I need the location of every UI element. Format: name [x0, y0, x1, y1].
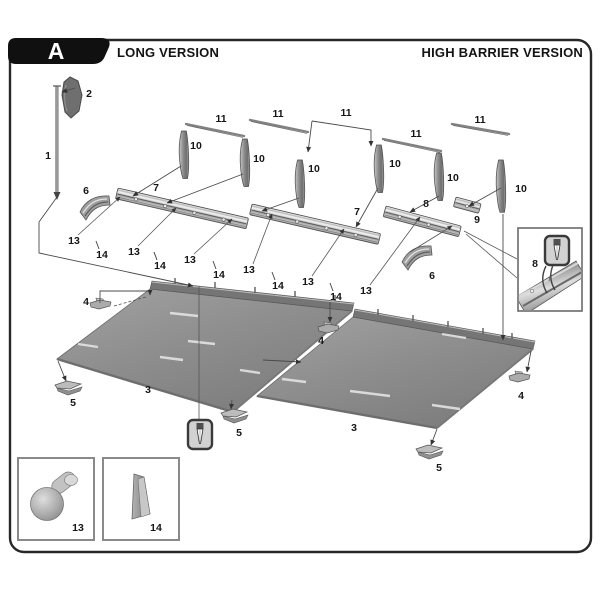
callout-rivet-6: 13 [360, 285, 372, 297]
flange-tabs-right [377, 309, 513, 339]
wire-bracket [306, 120, 374, 153]
rivet-leader-lines [77, 196, 453, 286]
wedge-tick-lines [95, 240, 334, 292]
callout-wedge-4: 14 [272, 280, 284, 292]
cutter-icon [186, 418, 214, 451]
callout-clip-left: 4 [83, 296, 89, 308]
callout-mast: 1 [45, 150, 51, 162]
mast-part [53, 85, 61, 200]
callout-wire-5: 11 [474, 114, 485, 126]
road-plate-left [56, 278, 355, 414]
callout-wire-2: 11 [272, 108, 283, 120]
callout-joiner: 9 [474, 214, 480, 226]
rivet-inset [17, 457, 95, 541]
callout-post-4: 10 [389, 158, 401, 170]
callout-post-5: 10 [447, 172, 459, 184]
left-version-title: LONG VERSION [117, 45, 219, 60]
callout-clip-mid: 4 [318, 335, 324, 347]
callout-wire-3: 11 [340, 107, 351, 119]
callout-cap-right: 6 [429, 270, 435, 282]
callout-cap-left: 6 [83, 185, 89, 197]
rail-joiner-part [453, 196, 482, 214]
callout-wedge-5: 14 [330, 291, 342, 303]
callout-post-1: 10 [190, 140, 202, 152]
callout-foot-right: 5 [436, 462, 442, 474]
section-letter: A [48, 38, 65, 64]
guardrail-left [115, 187, 249, 229]
callout-post-6: 10 [515, 183, 527, 195]
guardrail-mid [249, 203, 381, 245]
callout-rivet-5: 13 [302, 276, 314, 288]
road-plate-right [256, 308, 536, 430]
callout-inset-rail: 8 [532, 258, 538, 270]
callout-rivet-1: 13 [68, 235, 80, 247]
assembly-lines [38, 87, 532, 446]
callout-rivet-4: 13 [243, 264, 255, 276]
section-badge [8, 38, 110, 64]
callout-rail-mid: 7 [354, 206, 360, 218]
right-version-title: HIGH BARRIER VERSION [422, 45, 583, 60]
cutter-icon-inset [543, 234, 571, 267]
callout-plate-left: 3 [145, 384, 151, 396]
callout-post-2: 10 [253, 153, 265, 165]
callout-inset-wedge: 14 [150, 522, 162, 534]
callout-sign: 2 [86, 88, 92, 100]
flange-tabs-left [174, 278, 336, 301]
callout-rivet-3: 13 [184, 254, 196, 266]
lane-marks-left [77, 311, 261, 375]
callout-wedge-3: 14 [213, 269, 225, 281]
callout-wedge-2: 14 [154, 260, 166, 272]
rail-cut-inset [517, 227, 583, 312]
callout-wire-4: 11 [410, 128, 421, 140]
sign-highlight [64, 84, 68, 112]
callout-foot-mid: 5 [236, 427, 242, 439]
callout-plate-right: 3 [351, 422, 357, 434]
callout-post-3: 10 [308, 163, 320, 175]
callout-foot-left: 5 [70, 397, 76, 409]
callout-inset-rivet: 13 [72, 522, 84, 534]
page-border [8, 38, 593, 554]
callout-rail-short: 8 [423, 198, 429, 210]
sign-part [61, 76, 83, 119]
callout-rivet-2: 13 [128, 246, 140, 258]
callout-labels: 1 2 3 3 4 4 4 5 5 5 6 6 7 7 8 9 10 10 10… [45, 88, 538, 534]
post-leader-lines [132, 165, 502, 228]
lane-marks-right [281, 332, 467, 411]
callout-wedge-1: 14 [96, 249, 108, 261]
callout-clip-right: 4 [518, 390, 524, 402]
guardrail-short [383, 205, 462, 237]
callout-wire-1: 11 [215, 113, 226, 125]
callout-rail-left: 7 [153, 182, 159, 194]
wedge-inset [102, 457, 180, 541]
wire-rods [184, 118, 511, 153]
